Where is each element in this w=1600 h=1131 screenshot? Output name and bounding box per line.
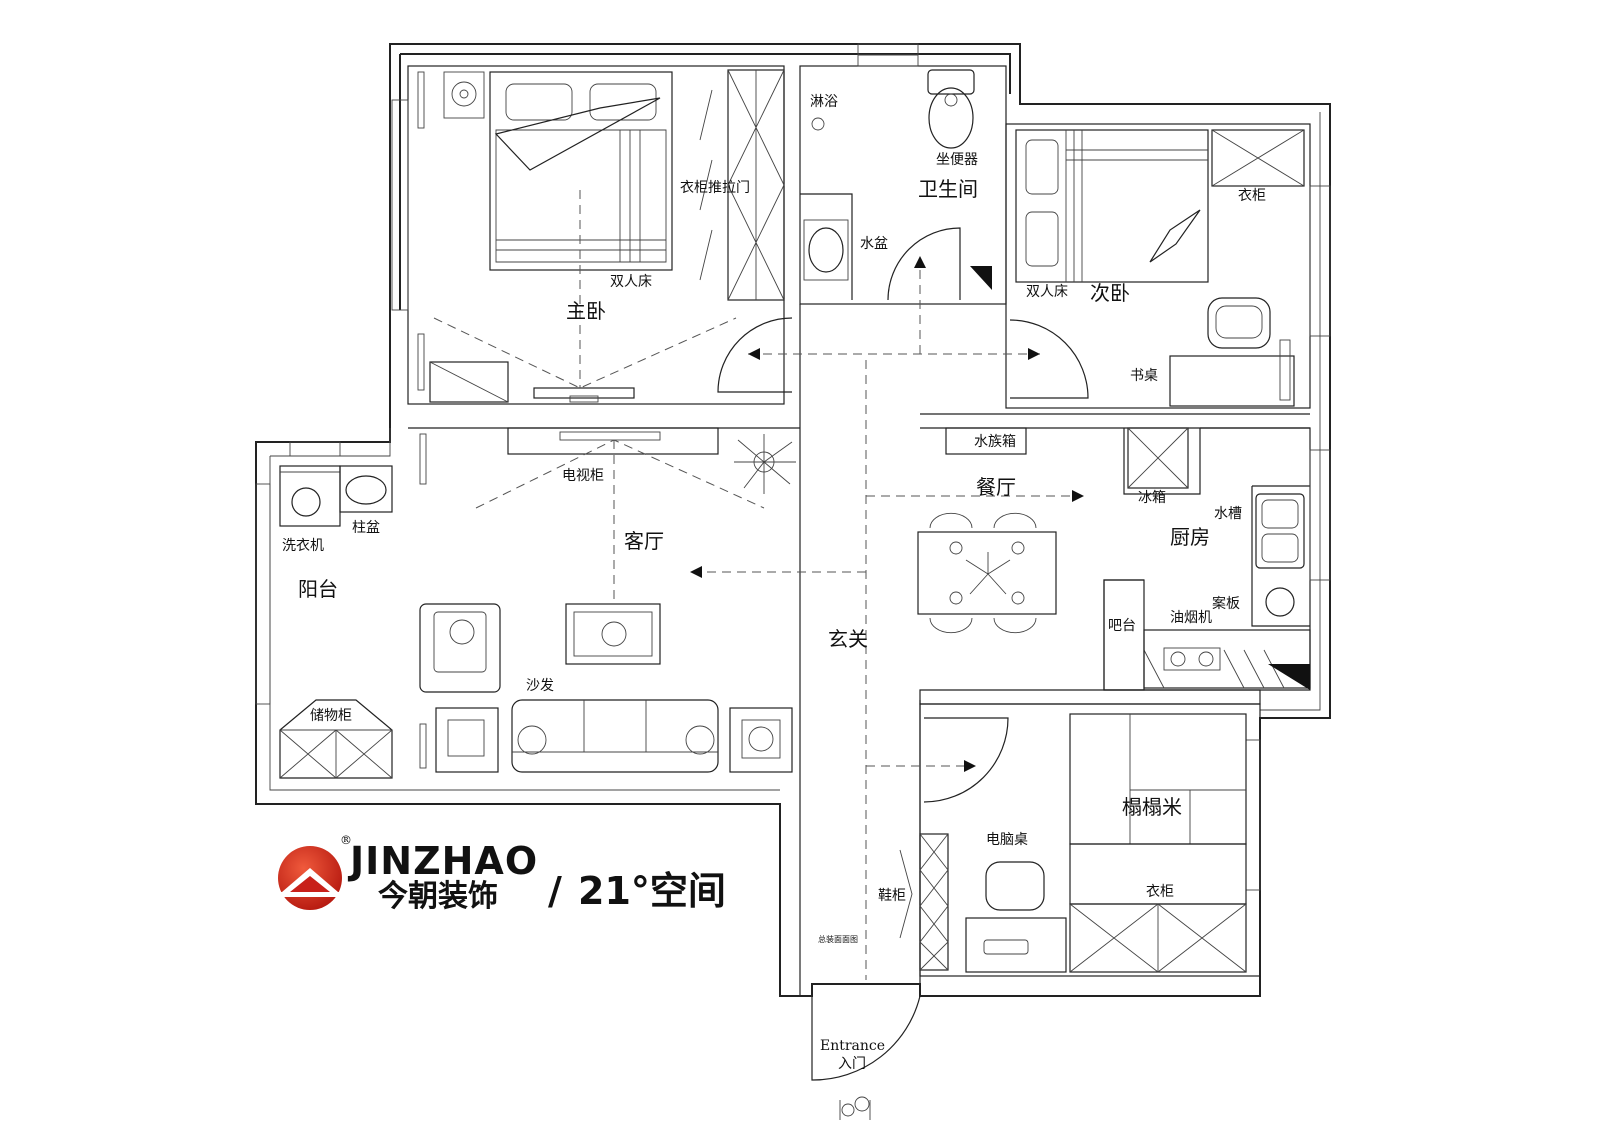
room-second-bedroom: 次卧 [1090,281,1130,305]
label-tv-cabinet: 电视柜 [562,468,604,484]
label-double-bed-second: 双人床 [1026,284,1068,300]
jinzhao-logo-icon [278,846,342,910]
person-icon [839,1096,871,1120]
master-bedroom [417,69,785,403]
room-tatami: 榻榻米 [1122,795,1182,819]
room-balcony: 阳台 [298,577,338,601]
logo-slash: / [548,869,562,913]
furniture-labels: 衣柜推拉门 双人床 淋浴 坐便器 水盆 衣柜 双人床 书桌 水族箱 电视柜 洗衣… [282,94,1266,1072]
label-sink: 水槽 [1214,506,1242,522]
dining-area [917,427,1057,634]
label-chopping-board: 案板 [1212,595,1240,612]
brand-logo: ® JINZHAO 今朝装饰 / 21°空间 [278,833,726,914]
label-desk: 书桌 [1130,368,1158,384]
coffee-table [565,603,661,665]
label-fridge: 冰箱 [1138,490,1166,506]
label-wardrobe-tatami: 衣柜 [1146,884,1174,900]
label-entrance-cn: 入门 [838,1056,866,1072]
aquarium [945,427,1027,455]
balcony [279,433,427,779]
room-kitchen: 厨房 [1170,525,1210,549]
label-range-hood: 油烟机 [1170,610,1212,626]
label-entrance-en: Entrance [820,1038,885,1054]
label-shower: 淋浴 [810,94,838,110]
label-bar: 吧台 [1108,618,1136,634]
room-living: 客厅 [624,529,664,553]
second-bedroom [1009,129,1305,407]
entrance [811,984,921,1120]
room-labels: 主卧 卫生间 次卧 餐厅 客厅 阳台 厨房 玄关 榻榻米 [298,177,1210,819]
room-dining: 餐厅 [976,475,1016,499]
label-shoe-cabinet: 鞋柜 [878,888,906,904]
room-bathroom: 卫生间 [918,177,978,201]
sofa [511,699,719,773]
label-wardrobe-sliding: 衣柜推拉门 [680,180,750,196]
dining-table [917,531,1057,615]
label-wardrobe-second: 衣柜 [1238,188,1266,204]
logo-partner: 21°空间 [578,869,726,913]
living-room [419,427,796,773]
label-toilet: 坐便器 [936,152,978,168]
label-column-basin: 柱盆 [352,520,380,536]
circulation-lines [690,256,1084,980]
logo-name-en: JINZHAO [347,839,538,883]
room-master-bedroom: 主卧 [566,299,606,323]
master-double-bed [489,71,673,271]
master-bedroom-door [717,317,793,393]
room-foyer: 玄关 [828,627,868,651]
second-double-bed [1015,129,1209,283]
label-small-note: 总装面面图 [818,934,858,944]
label-storage-cabinet: 储物柜 [310,708,352,724]
kitchen [1103,427,1311,691]
windows [255,43,1331,891]
bathroom [803,69,992,301]
logo-registered: ® [340,833,352,847]
label-aquarium: 水族箱 [974,434,1016,450]
tv-cabinet [507,427,719,455]
logo-name-cn: 今朝装饰 [378,879,498,914]
label-washer: 洗衣机 [282,538,324,554]
label-basin: 水盆 [860,236,888,252]
shoe-cabinet [919,833,949,971]
plant-icon [965,552,1011,595]
plant-icon [734,434,796,494]
label-double-bed-master: 双人床 [610,274,652,290]
label-sofa: 沙发 [526,678,554,694]
label-computer-desk: 电脑桌 [986,832,1028,848]
tatami-room [899,713,1247,973]
